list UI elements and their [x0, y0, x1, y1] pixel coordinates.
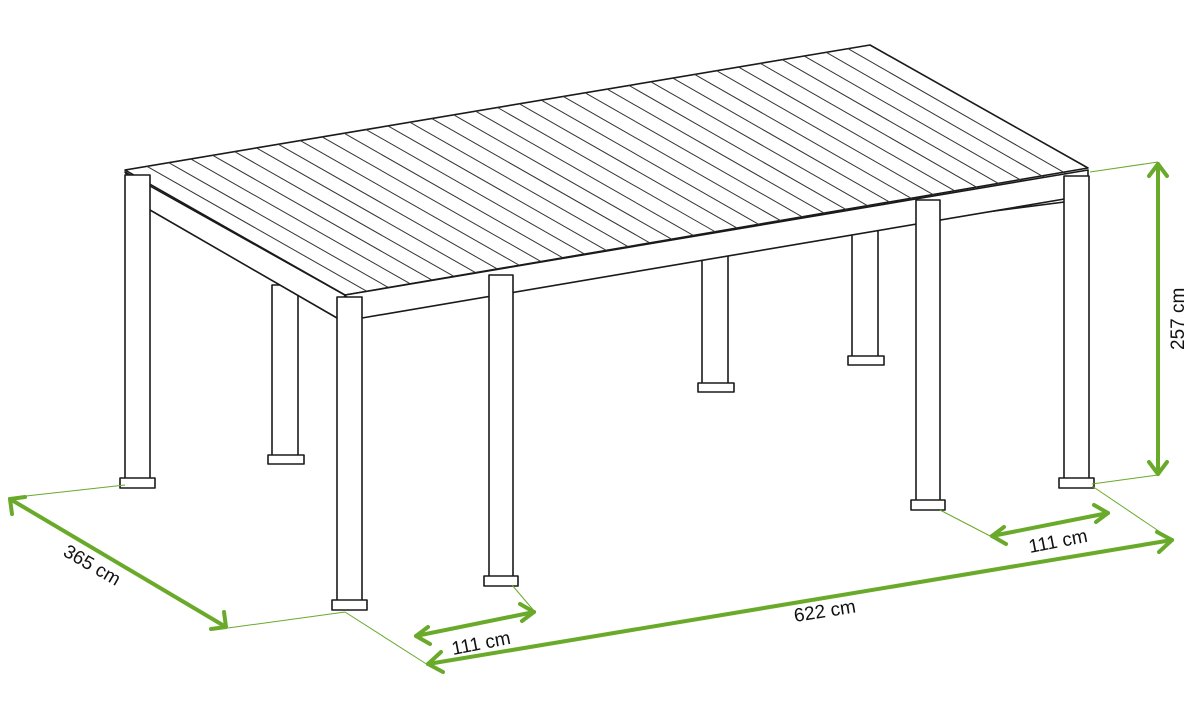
roof-slat: [475, 110, 695, 237]
roof-slat: [694, 73, 914, 200]
dimension-depth: 365 cm: [8, 495, 228, 631]
post-back-left-inner: [271, 284, 299, 458]
post-front-middle: [488, 274, 514, 579]
dimension-overhang-right: 111 cm: [990, 503, 1110, 558]
arrow-line: [414, 610, 536, 638]
roof-slat: [321, 136, 542, 263]
post-base: [1058, 477, 1095, 489]
roof-slat: [168, 162, 389, 289]
post-front-right-inner: [915, 199, 941, 503]
post-front-left: [336, 296, 363, 603]
post-base: [267, 454, 305, 465]
arrow-line: [990, 511, 1110, 538]
roof-slat: [804, 55, 1023, 182]
roof-slat: [190, 158, 411, 285]
post-back-middle: [701, 254, 729, 386]
roof-slat: [738, 66, 958, 193]
roof-slat: [278, 143, 499, 270]
arrowhead: [1147, 162, 1169, 178]
roof-slat: [760, 62, 979, 189]
post-base: [910, 499, 946, 511]
roof-slat: [672, 77, 892, 204]
post-base: [119, 477, 156, 489]
roof-slat: [146, 165, 368, 292]
roof-slat: [256, 147, 477, 274]
arrowhead: [1147, 460, 1169, 476]
front-posts: [119, 174, 1095, 611]
roof-slat: [847, 48, 1067, 175]
arrowhead: [1155, 530, 1174, 554]
back-posts: [267, 229, 885, 465]
roof-slat: [387, 125, 608, 252]
roof-slat: [343, 132, 564, 259]
roof-slat: [519, 103, 739, 230]
roof-slat: [234, 151, 455, 278]
arrowhead: [990, 525, 1008, 546]
roof-slat: [716, 70, 936, 197]
roof-slat: [584, 92, 805, 219]
roof-slat: [825, 51, 1045, 178]
arrow-line: [426, 538, 1174, 666]
height-label: 257 cm: [1168, 288, 1189, 350]
post-front-right: [1063, 175, 1090, 481]
roof-slat: [541, 99, 761, 226]
dimension-length: 622 cm: [426, 530, 1174, 674]
overhang-right-label: 111 cm: [1027, 526, 1089, 558]
arrowhead: [209, 610, 228, 631]
arrowhead: [518, 602, 536, 623]
roof-slat: [562, 96, 783, 222]
roof-slat: [300, 140, 521, 267]
roof-slat: [365, 129, 586, 255]
roof-slat: [782, 59, 1001, 186]
dimension-overhang-left: 111 cm: [414, 602, 536, 660]
arrowhead: [8, 495, 27, 516]
roof-slat: [431, 118, 652, 244]
arrowhead: [426, 650, 445, 674]
roof-slat: [409, 121, 630, 248]
arrow-line: [8, 497, 228, 629]
post-base: [483, 575, 519, 587]
post-base: [697, 382, 735, 393]
dimension-height: 257 cm: [1147, 162, 1189, 476]
roof-slat: [497, 107, 717, 233]
post-base: [847, 355, 885, 366]
roof-slat: [650, 81, 870, 208]
roof-slat: [212, 154, 433, 281]
roof-slat: [628, 85, 848, 211]
post-back-right: [851, 229, 879, 359]
arrowhead: [414, 625, 432, 646]
arrowhead: [1092, 503, 1110, 524]
roof-slats: [146, 48, 1067, 292]
roof-slat: [606, 88, 827, 215]
post-back-left: [124, 174, 151, 481]
roof-slat: [453, 114, 674, 241]
post-base: [331, 599, 368, 611]
